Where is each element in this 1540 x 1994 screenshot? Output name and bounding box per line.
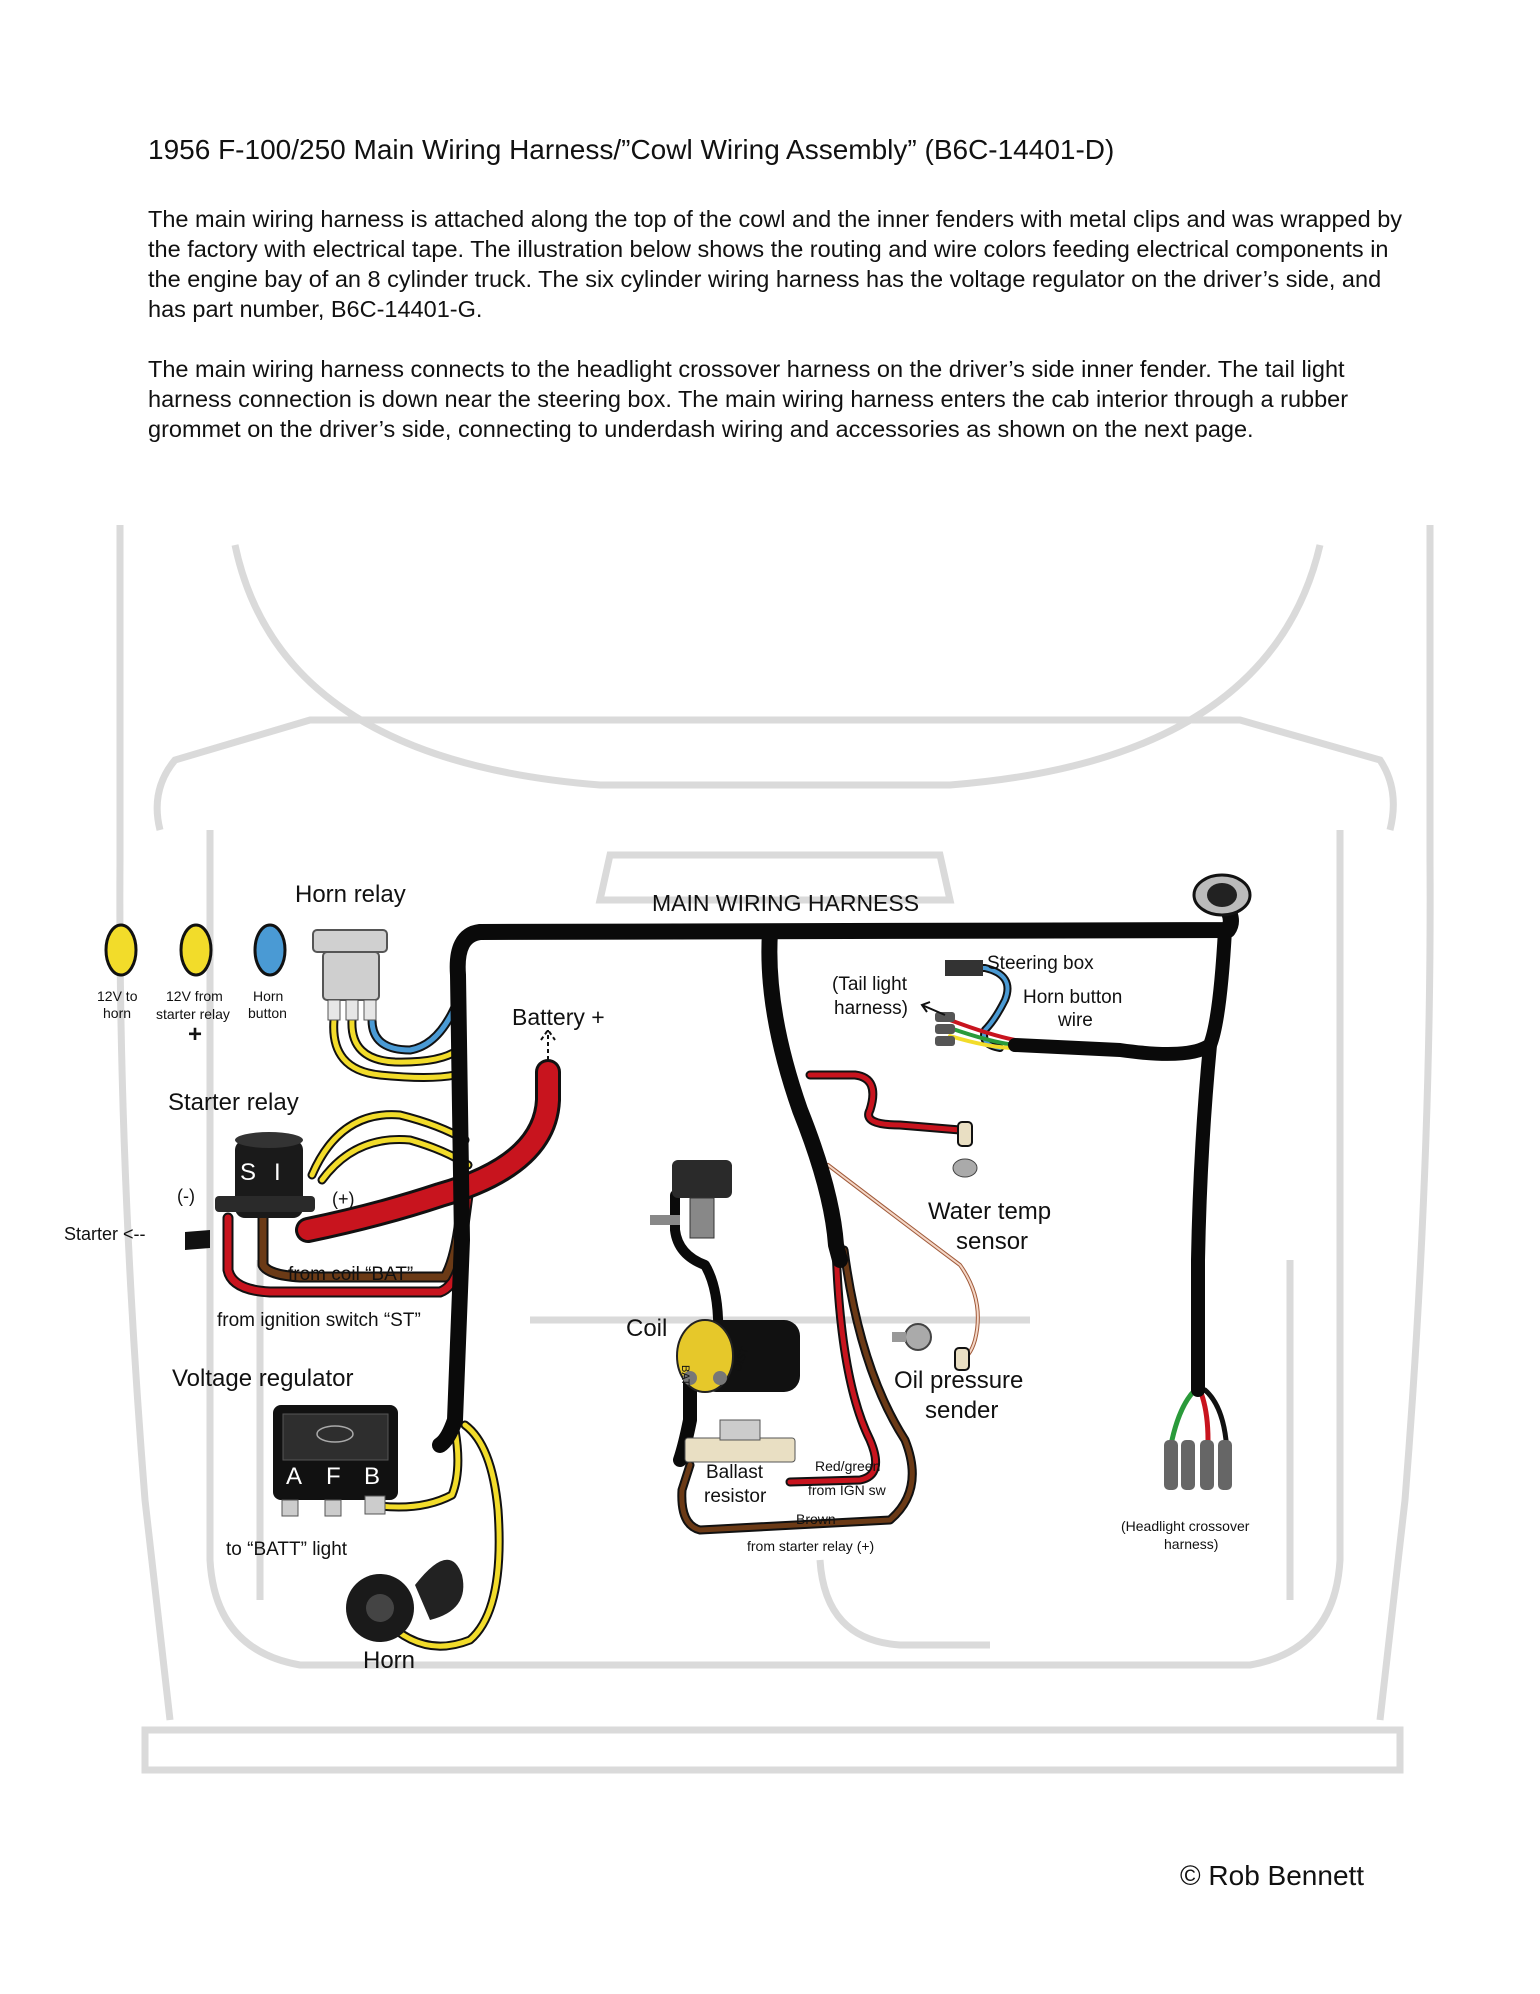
label-tail-light-1: (Tail light (832, 974, 908, 995)
label-coil: Coil (626, 1315, 667, 1342)
firewall-grommet (1192, 873, 1252, 917)
label-reg-b: B (364, 1463, 380, 1490)
diagram-labels: Horn relay MAIN WIRING HARNESS Battery +… (64, 881, 1250, 1674)
label-water-temp-2: sensor (956, 1228, 1028, 1255)
connection-paragraph: The main wiring harness connects to the … (148, 356, 1349, 442)
ignition-coil (676, 1319, 800, 1393)
tail-light-arrow (920, 1001, 946, 1016)
label-key-2b: starter relay (156, 1006, 230, 1022)
key-blue-horn-button (253, 923, 287, 977)
main-wiring-harness (432, 897, 1239, 1467)
label-voltage-regulator: Voltage regulator (172, 1365, 353, 1392)
horn-relay (312, 929, 388, 1021)
label-plus: + (188, 1021, 202, 1048)
steering-box (945, 960, 983, 976)
label-oil-pressure-1: Oil pressure (894, 1367, 1023, 1394)
page-title: 1956 F-100/250 Main Wiring Harness/”Cowl… (148, 134, 1115, 165)
tail-light-connector (935, 1012, 955, 1046)
truck-outline (116, 525, 1434, 1774)
label-tail-light-2: harness) (834, 998, 908, 1019)
voltage-regulator (273, 1405, 398, 1517)
starter-relay (185, 1132, 315, 1250)
horn (346, 1559, 464, 1642)
label-key-3a: Horn (253, 988, 283, 1004)
label-from-ign-sw: from IGN sw (808, 1482, 887, 1498)
label-coil-bat: BAT (679, 1365, 691, 1386)
label-relay-s: S (240, 1159, 256, 1186)
battery-arrow (540, 1028, 556, 1060)
key-yellow-starter (179, 923, 213, 977)
label-water-temp-1: Water temp (928, 1198, 1051, 1225)
label-from-starter-relay: from starter relay (+) (747, 1538, 874, 1554)
wire-color-key (104, 923, 287, 977)
label-minus: (-) (177, 1186, 195, 1206)
ballast-resistor (684, 1419, 796, 1463)
label-reg-f: F (326, 1463, 341, 1490)
label-main-harness: MAIN WIRING HARNESS (652, 890, 919, 916)
label-oil-pressure-2: sender (925, 1397, 998, 1424)
label-key-1b: horn (103, 1005, 131, 1021)
intro-paragraph: The main wiring harness is attached alon… (148, 206, 1403, 322)
label-plus-paren: (+) (332, 1189, 355, 1209)
label-horn-button-wire-1: Horn button (1023, 987, 1122, 1008)
label-brown: Brown (796, 1511, 836, 1527)
label-ballast-1: Ballast (706, 1462, 764, 1483)
label-horn: Horn (363, 1647, 415, 1674)
label-key-3b: button (248, 1005, 287, 1021)
label-to-batt-light: to “BATT” light (226, 1539, 348, 1560)
label-headlight-1: (Headlight crossover (1121, 1518, 1250, 1534)
label-key-2a: 12V from (166, 988, 223, 1004)
label-battery: Battery + (512, 1004, 605, 1030)
distributor (650, 1160, 732, 1239)
label-ballast-2: resistor (704, 1486, 767, 1507)
label-reg-a: A (286, 1463, 302, 1490)
label-starter-relay: Starter relay (168, 1089, 299, 1116)
label-key-1a: 12V to (97, 988, 138, 1004)
copyright-notice: © Rob Bennett (1180, 1860, 1365, 1891)
label-horn-relay: Horn relay (295, 881, 406, 908)
oil-pressure-sender (892, 1323, 970, 1371)
label-headlight-2: harness) (1164, 1536, 1218, 1552)
label-red-green: Red/green (815, 1458, 880, 1474)
label-relay-i: I (274, 1159, 281, 1186)
label-from-coil: from coil “BAT” (288, 1264, 413, 1285)
label-steering-box: Steering box (987, 953, 1094, 974)
label-starter: Starter <-- (64, 1224, 146, 1244)
headlight-crossover-connector (1164, 1440, 1232, 1490)
label-from-ign-st: from ignition switch “ST” (217, 1310, 421, 1331)
key-yellow-horn (104, 923, 138, 977)
ign-red-green-wire (785, 1240, 881, 1487)
water-temp-sensor (952, 1121, 978, 1178)
label-horn-button-wire-2: wire (1057, 1010, 1093, 1031)
tail-light-wires (948, 1018, 1017, 1042)
